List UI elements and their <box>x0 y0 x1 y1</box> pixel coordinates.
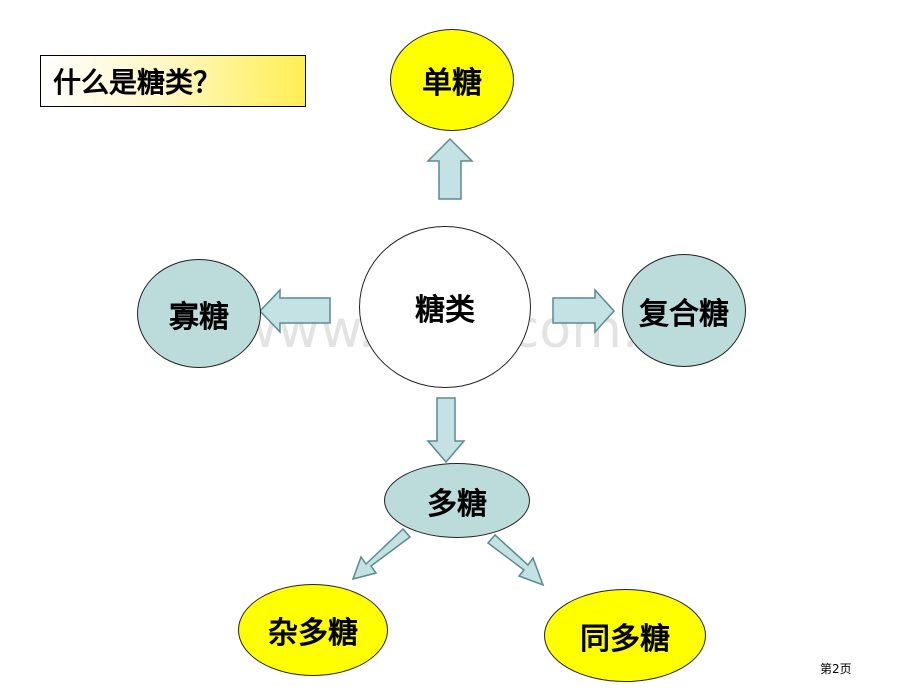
arrow-left-to-oligosaccharide <box>258 288 331 334</box>
node-oligosaccharide: 寡糖 <box>137 259 261 368</box>
arrow-up-to-monosaccharide <box>426 137 474 200</box>
arrow-down-to-polysaccharide <box>426 397 466 464</box>
node-heteropolysaccharide: 杂多糖 <box>238 584 388 676</box>
arrow-downright-to-homopolysaccharide <box>486 533 545 587</box>
arrow-downleft-to-heteropolysaccharide <box>351 527 412 581</box>
page-number: 第2页 <box>820 662 852 676</box>
node-complex: 复合糖 <box>622 254 746 367</box>
node-homopolysaccharide: 同多糖 <box>544 589 706 682</box>
node-monosaccharide: 单糖 <box>390 29 514 131</box>
slide-title: 什么是糖类？ <box>40 55 306 107</box>
node-center-carbohydrate: 糖类 <box>359 226 531 388</box>
arrow-right-to-complex <box>552 288 616 334</box>
node-polysaccharide: 多糖 <box>384 463 530 538</box>
